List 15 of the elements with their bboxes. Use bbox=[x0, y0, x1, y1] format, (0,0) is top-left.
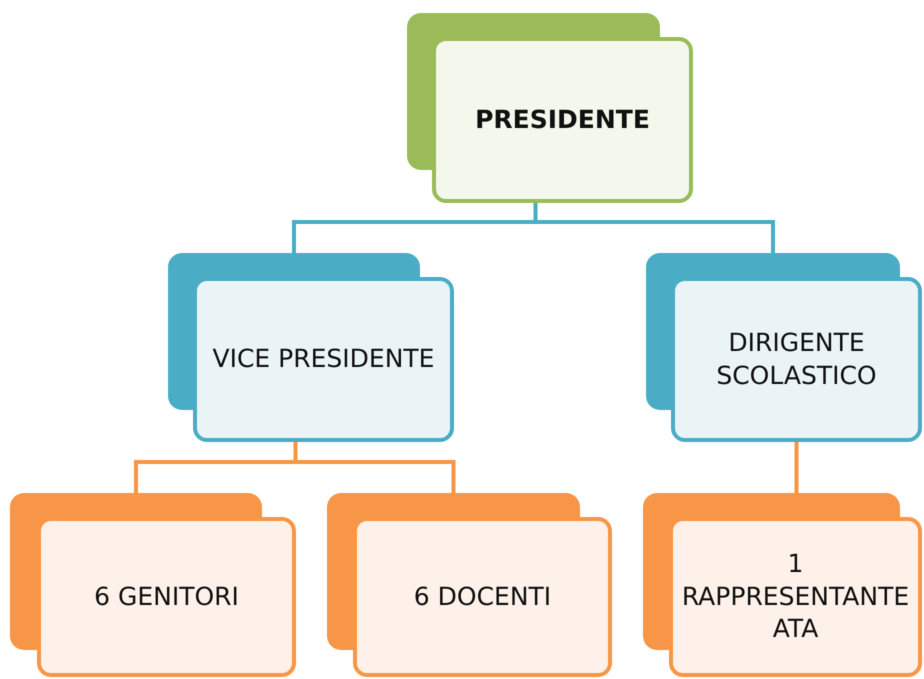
org-chart-box bbox=[643, 493, 922, 677]
box-label: 6 DOCENTI bbox=[414, 580, 552, 613]
org-chart-box bbox=[327, 493, 612, 677]
connector-line bbox=[294, 442, 456, 493]
box-label: VICE PRESIDENTE bbox=[212, 343, 434, 376]
box-label: PRESIDENTE bbox=[475, 104, 650, 136]
box-label: 6 GENITORI bbox=[94, 580, 239, 613]
connector-line bbox=[794, 442, 798, 493]
org-chart-box bbox=[646, 253, 922, 442]
connector-line bbox=[534, 203, 775, 253]
org-chart-box bbox=[10, 493, 296, 677]
org-chart-box bbox=[407, 13, 693, 203]
box-label: 1 RAPPRESENTANTE ATA bbox=[680, 548, 910, 646]
org-chart-box bbox=[168, 253, 454, 442]
box-label: DIRIGENTE SCOLASTICO bbox=[715, 327, 878, 392]
